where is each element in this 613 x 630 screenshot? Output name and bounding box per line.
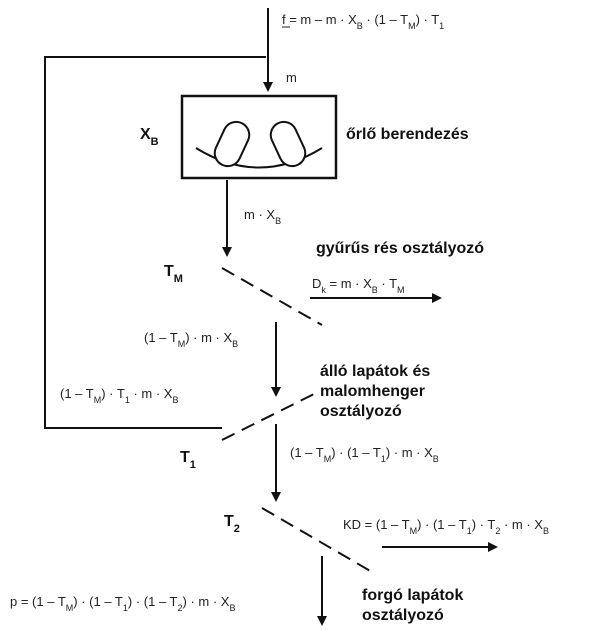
dk-equation: Dk = m · XB · TM: [312, 276, 405, 295]
classifier-1-label: gyűrűs rés osztályozó: [316, 240, 484, 257]
classifier-2-line1: álló lapátok és: [320, 363, 430, 380]
mill-roller-right: [269, 120, 307, 168]
t1-label: T1: [180, 449, 196, 471]
after-t1-label: (1 – TM) · (1 – T1) · m · XB: [290, 445, 439, 464]
recycle-loop-line: [44, 56, 266, 429]
xb-label: XB: [140, 126, 159, 148]
classifier-3-line2: osztályozó: [362, 607, 444, 624]
feed-equation: f = m – m · XB · (1 – TM) · T1: [282, 12, 444, 31]
product-equation: p = (1 – TM) · (1 – T1) · (1 – T2) · m ·…: [10, 594, 235, 613]
classifier-2-line2: malomhenger: [320, 383, 425, 400]
tm-classifier-dashed: [221, 267, 323, 326]
mill-box: [180, 94, 338, 180]
classifier-2-line3: osztályozó: [320, 403, 402, 420]
tm-label: TM: [164, 263, 183, 285]
recycle-label: (1 – TM) · T1 · m · XB: [60, 386, 178, 405]
t1-classifier-dashed: [221, 391, 319, 441]
kd-equation: KD = (1 – TM) · (1 – T1) · T2 · m · XB: [343, 517, 549, 536]
m-label: m: [286, 70, 297, 85]
classifier-3-line1: forgó lapátok: [362, 587, 463, 604]
mill-output-label: m · XB: [244, 207, 281, 226]
t2-label: T2: [224, 513, 240, 535]
mill-bowl-arc: [195, 147, 323, 169]
mill-label: őrlő berendezés: [346, 126, 469, 143]
after-tm-label: (1 – TM) · m · XB: [144, 330, 238, 349]
mill-roller-left: [213, 120, 251, 168]
